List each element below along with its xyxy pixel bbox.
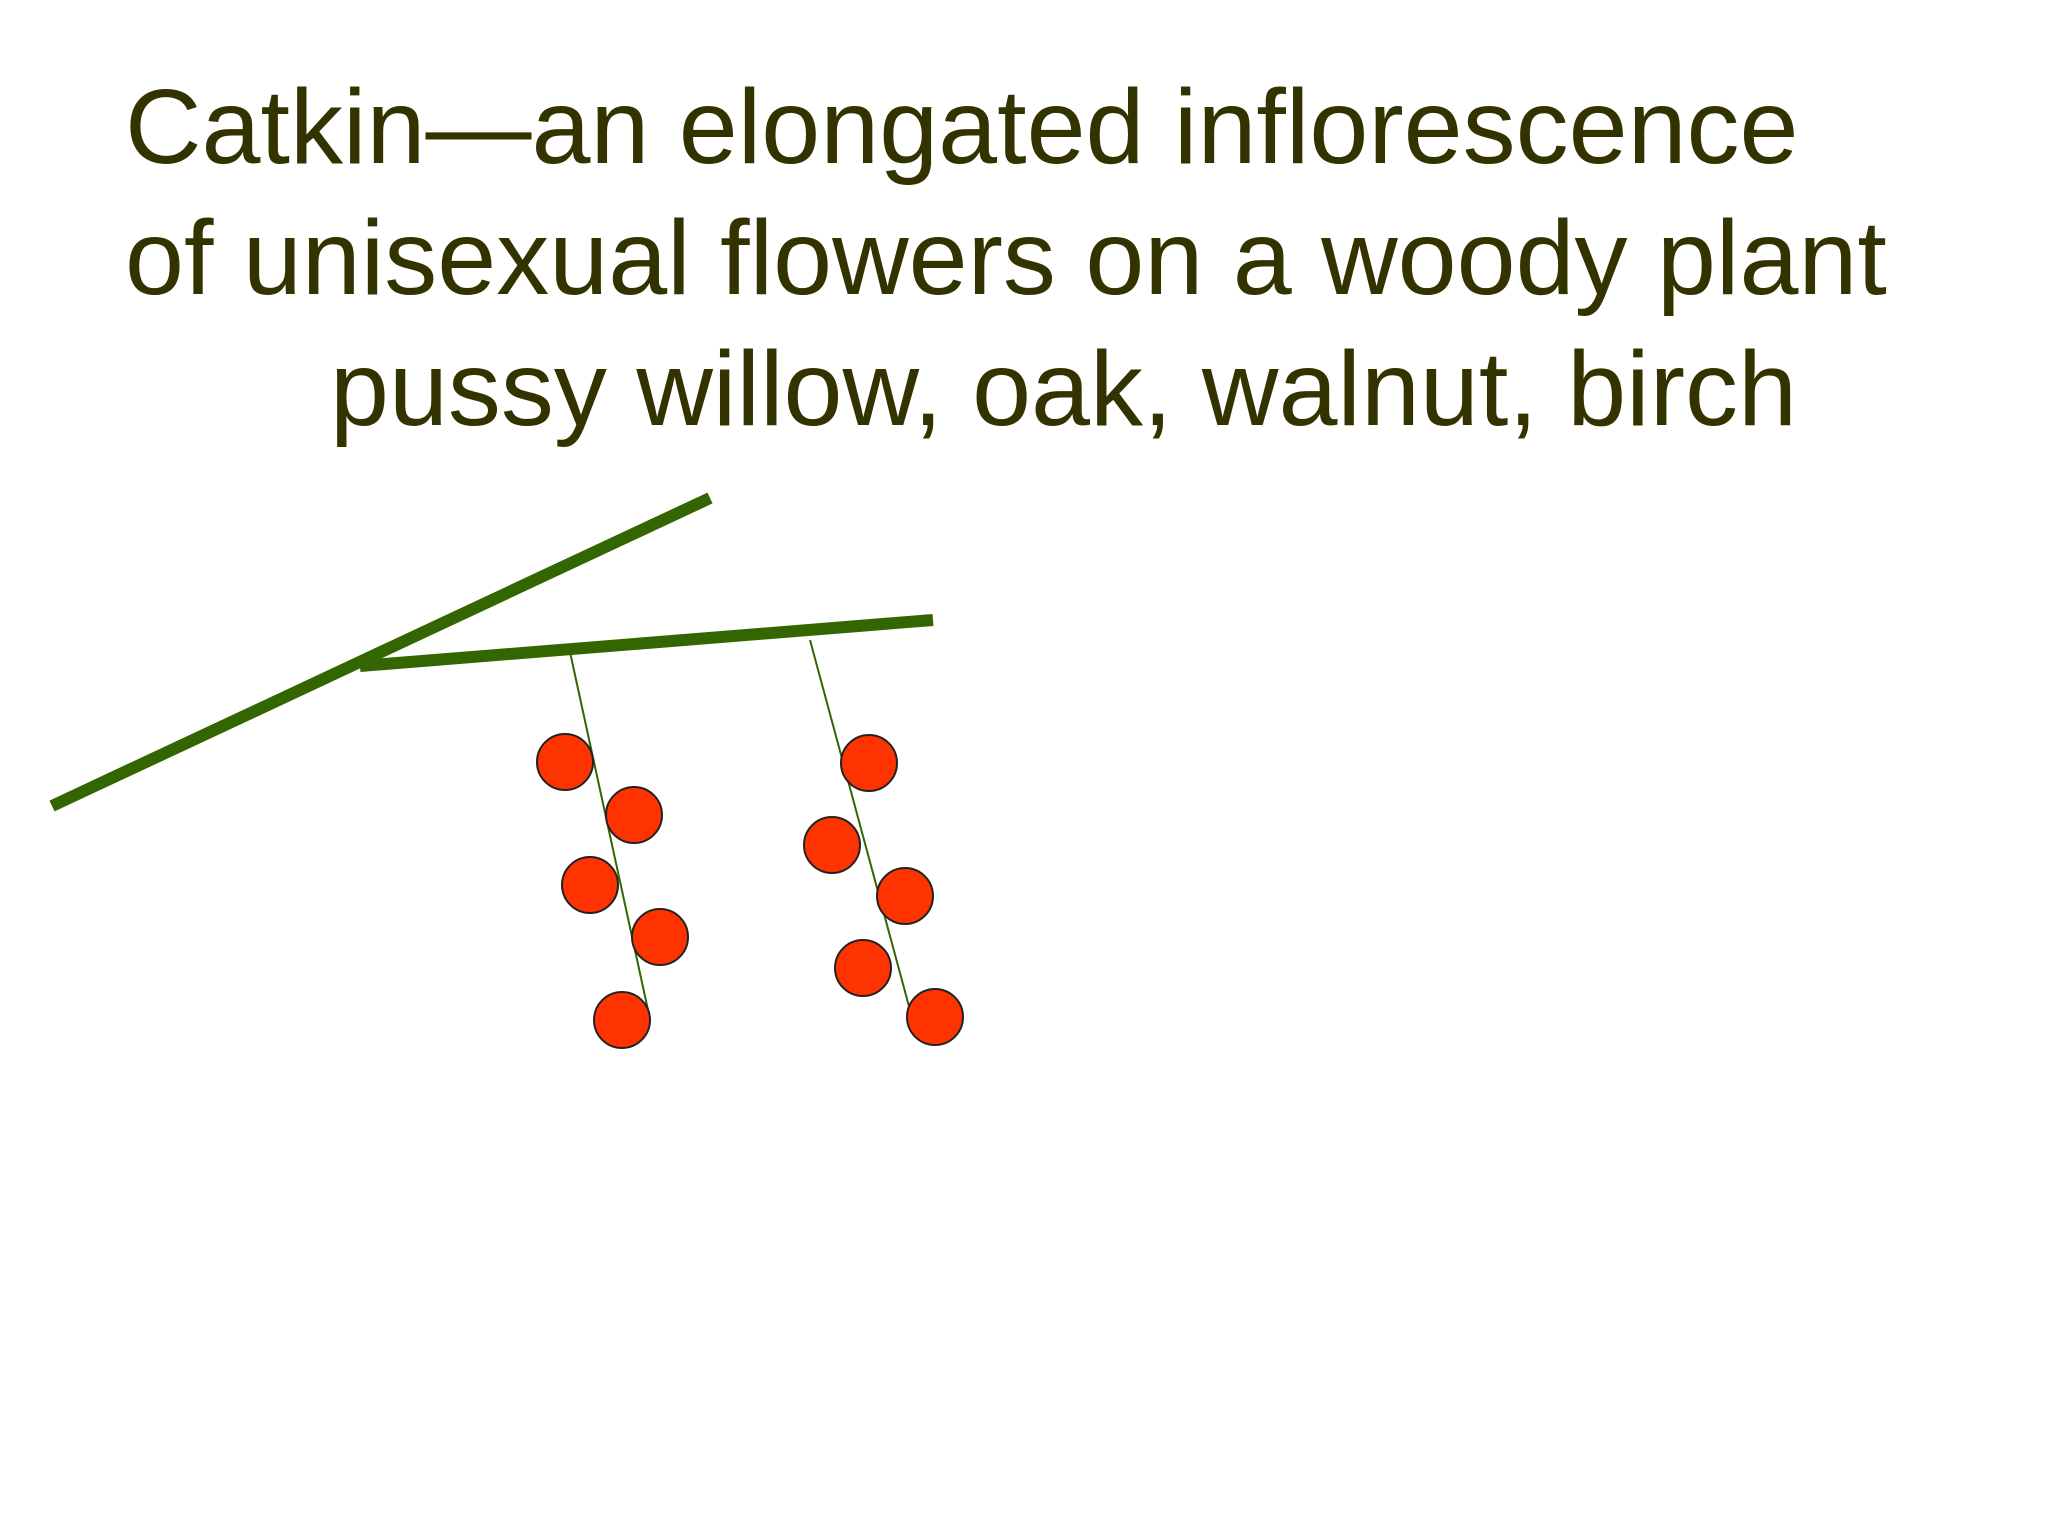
branch-upper [49,492,713,812]
catkin-2-flower [906,988,964,1046]
catkin-1-flower [593,991,651,1049]
catkin-2 [803,639,964,1046]
catkin-2-flower [834,939,892,997]
catkin-2-flower [803,816,861,874]
catkin-1-flower [536,733,594,791]
catkin-1-flower [605,786,663,844]
slide-text: Catkin—an elongated inflorescence of uni… [125,62,2025,455]
examples-line: pussy willow, oak, walnut, birch [330,330,1797,448]
definition-line-2: of unisexual flowers on a woody plant [125,199,1887,317]
definition-line-1: Catkin—an elongated inflorescence [125,68,1799,186]
catkin-2-flower [840,734,898,792]
catkin-2-flower [876,867,934,925]
catkin-2-stalk [809,639,911,1011]
catkin-1-flower [631,908,689,966]
catkin-1-flower [561,856,619,914]
catkin-1 [536,651,689,1049]
branch-lower [359,614,934,672]
